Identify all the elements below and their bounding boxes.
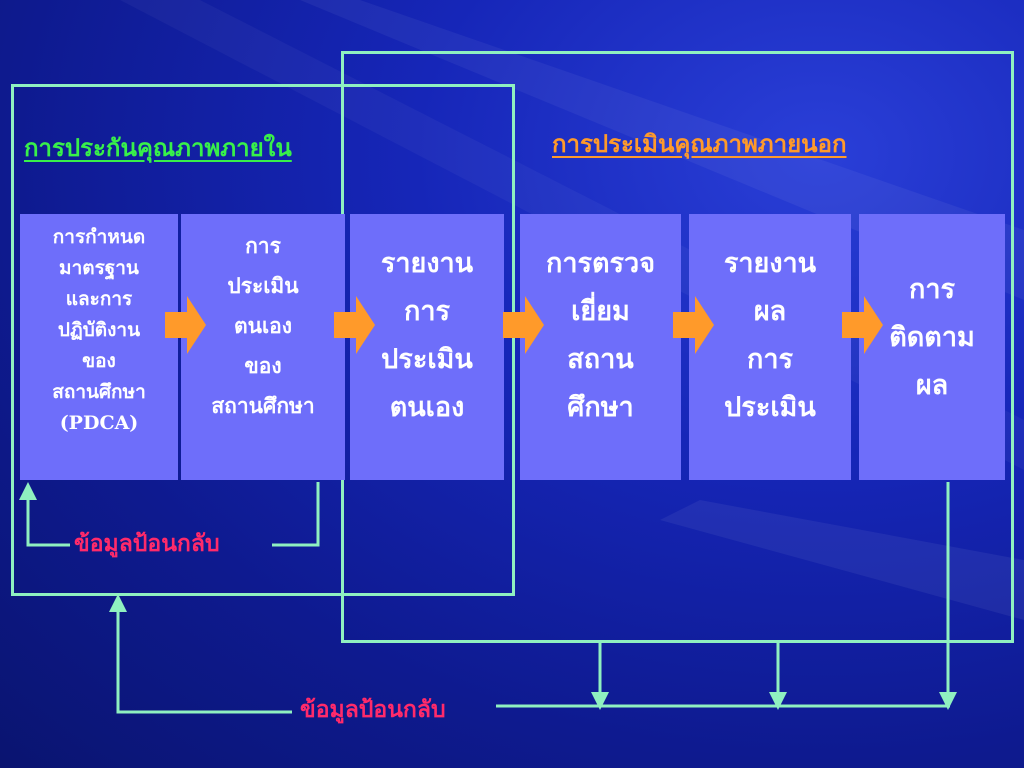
box-text: การ [746,344,793,375]
process-box-site-visit: การตรวจ เยี่ยม สถาน ศึกษา [520,214,681,480]
flow-arrow-icon [842,296,883,354]
box-text: ปฏิบัติงาน [57,319,141,341]
box-text: สถานศึกษา [211,393,315,418]
process-box-self-assessment: การ ประเมิน ตนเอง ของ สถานศึกษา [181,214,345,480]
box-text: ของ [244,353,282,378]
external-feedback-label: ข้อมูลป้อนกลับ [300,696,446,723]
box-text: ประเมิน [381,344,473,375]
box-text: ศึกษา [567,392,634,423]
process-box-standards-pdca: การกำหนด มาตรฐาน และการ ปฏิบัติงาน ของ ส… [20,214,178,480]
internal-qa-frame [11,84,515,596]
flow-arrow-icon [503,296,544,354]
arrow-down-icon [939,692,957,710]
box-text: สถาน [567,344,634,375]
box-text: และการ [65,288,133,310]
process-box-follow-up: การ ติดตาม ผล [859,214,1005,480]
box-text: การตรวจ [545,248,656,279]
arrow-up-icon [109,594,127,612]
box-text: การ [908,274,955,305]
box-text: เยี่ยม [571,296,630,327]
internal-feedback-label: ข้อมูลป้อนกลับ [74,530,220,557]
arrow-up-icon [19,482,37,500]
flow-arrow-icon [165,296,206,354]
arrow-down-icon [769,692,787,710]
box-text: รายงาน [380,248,474,279]
box-text: การ [403,296,450,327]
box-text: ผล [753,296,787,327]
box-text: มาตรฐาน [59,257,139,279]
internal-qa-title: การประกันคุณภาพภายใน [24,133,292,162]
flow-arrow-icon [334,296,375,354]
internal-feedback-line [26,494,70,547]
external-assessment-title: การประเมินคุณภาพภายนอก [552,129,847,158]
box-text: ติดตาม [889,322,975,353]
process-box-assessment-report: รายงาน ผล การ ประเมิน [689,214,851,480]
internal-feedback-line [272,482,320,547]
flow-arrow-icon [673,296,714,354]
box-text: ผล [915,370,949,401]
arrow-down-icon [591,692,609,710]
external-feedback-line [116,606,292,714]
box-text: รายงาน [723,248,817,279]
box-text: (PDCA) [59,412,139,434]
box-text: การกำหนด [52,226,146,248]
process-box-sar-report: รายงาน การ ประเมิน ตนเอง [350,214,504,480]
box-text: สถานศึกษา [52,381,146,403]
box-text: ประเมิน [724,392,816,423]
box-text: ตนเอง [233,313,293,338]
box-text: ของ [82,350,116,372]
box-text: ประเมิน [227,273,299,298]
box-text: การ [245,233,281,258]
box-text: ตนเอง [389,392,465,423]
